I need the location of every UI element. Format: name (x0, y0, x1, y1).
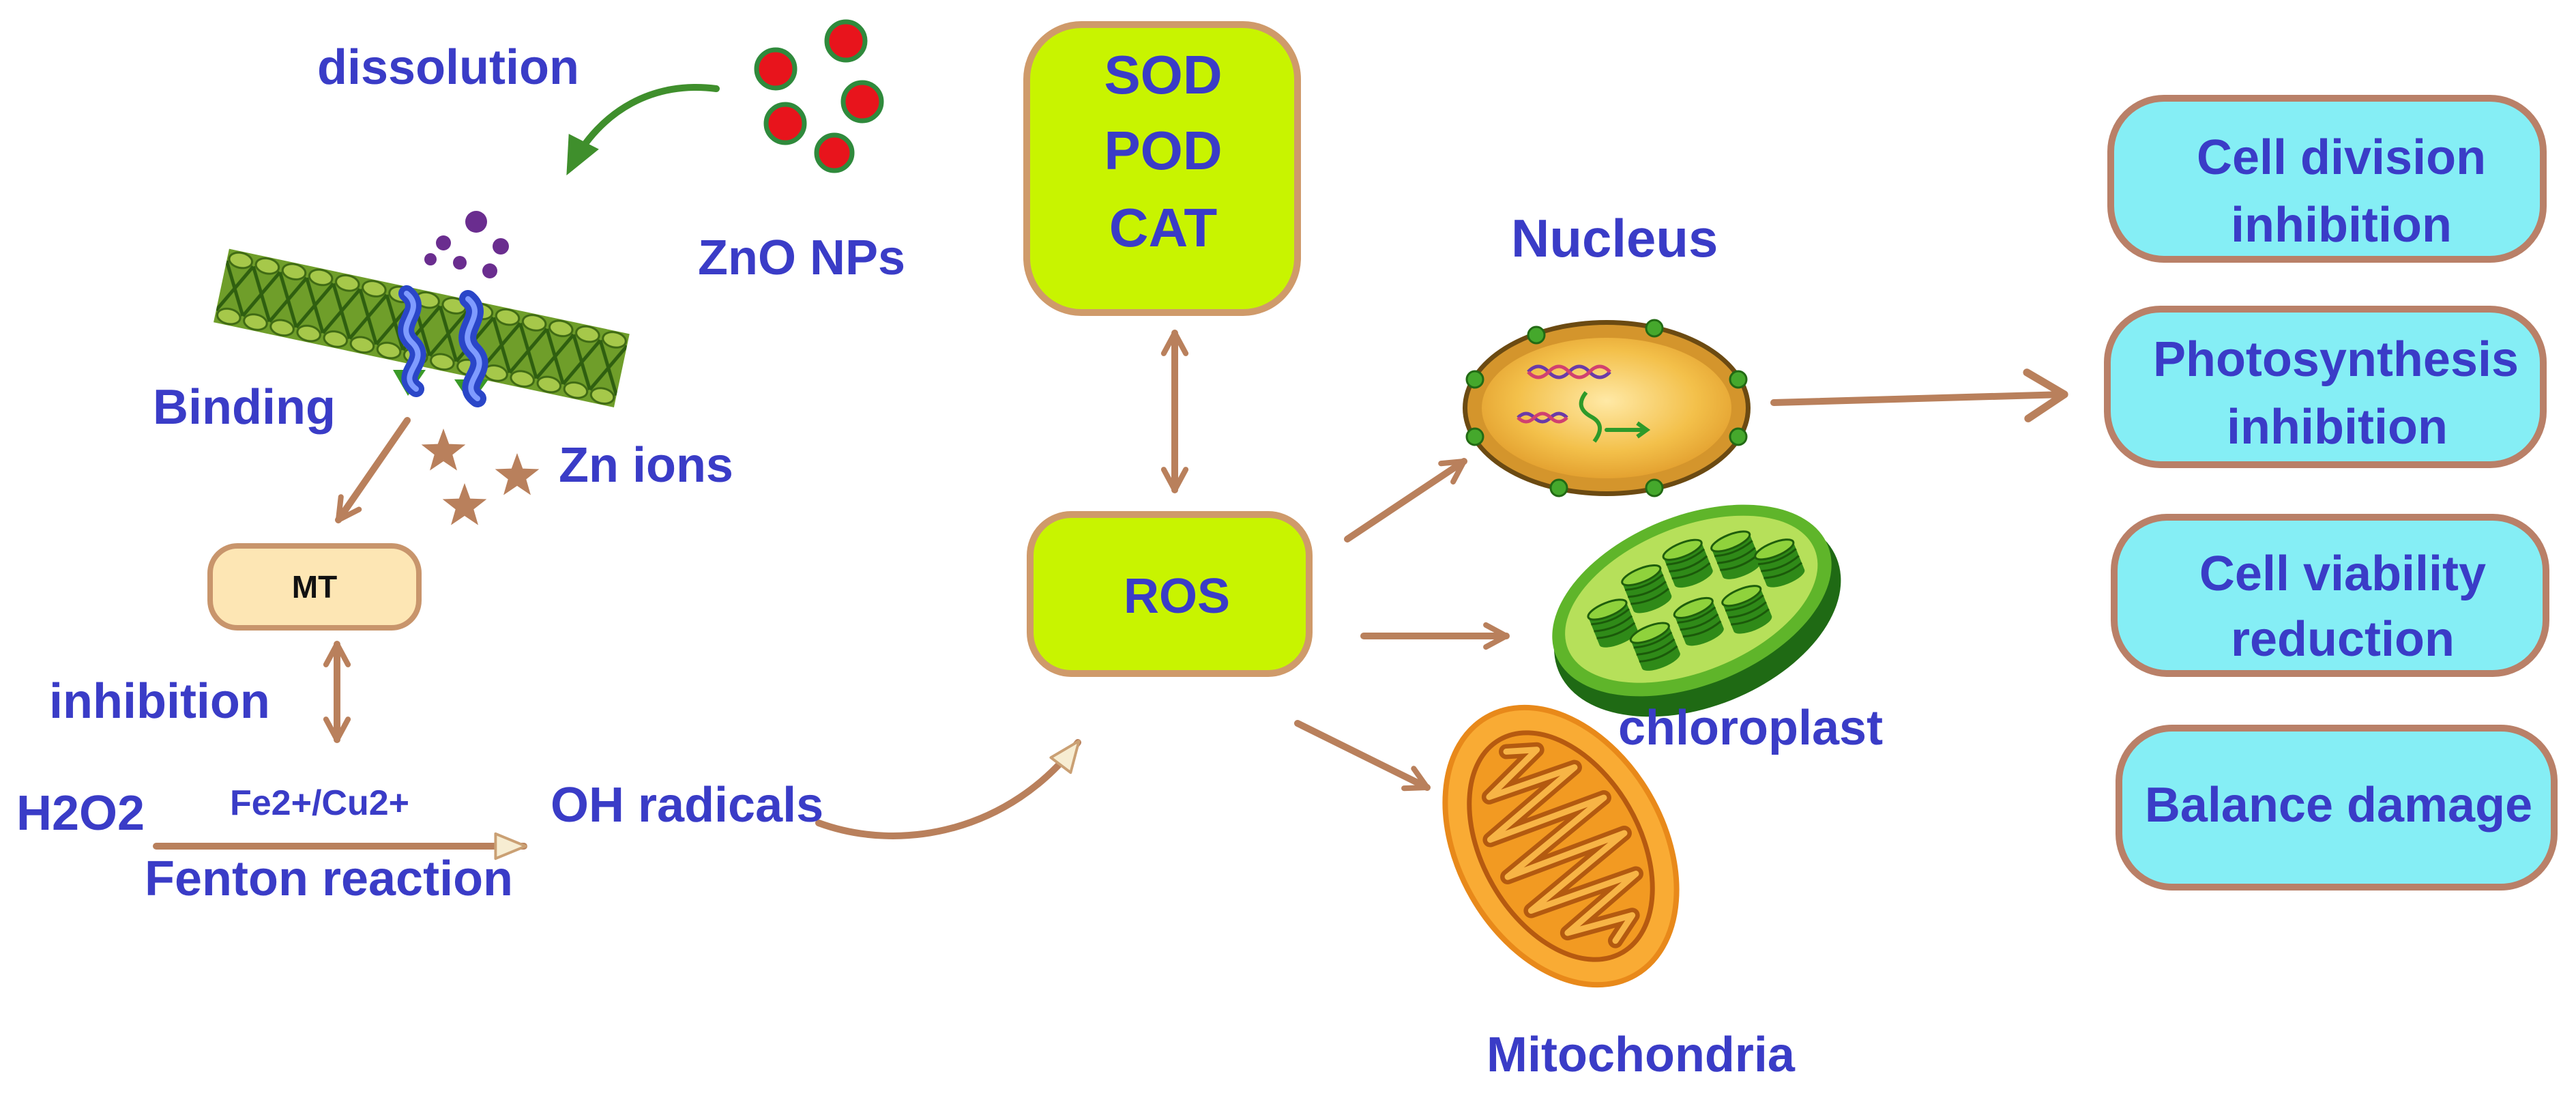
effect-box-photosynthesis: Photosynthesis inhibition (2104, 306, 2547, 468)
inhibition-label: inhibition (49, 674, 270, 729)
effect-label: Cell division (2197, 130, 2486, 185)
ros-box: ROS (1027, 511, 1313, 677)
ion-dot (436, 235, 451, 250)
dissolution-arrow (566, 83, 720, 176)
transcription-arrow-icon (1579, 391, 1602, 443)
zn-ions-stars (421, 429, 540, 525)
ion-dot (482, 263, 497, 278)
oh-radicals-to-ros-arrow (815, 739, 1081, 839)
enzyme-label: SOD (1104, 44, 1222, 105)
oh-radicals-label: OH radicals (551, 778, 823, 833)
released-ions (424, 211, 509, 278)
ion-dot (465, 211, 487, 233)
fenton-reaction-label: Fenton reaction (145, 852, 513, 906)
dna-helix-icon (1517, 364, 1611, 424)
chloroplast-illustration (1552, 504, 1841, 717)
mt-label: MT (292, 569, 337, 605)
membrane-channel-protein (454, 290, 488, 407)
enzyme-label: POD (1104, 120, 1222, 181)
effect-box-cell-viability: Cell viability reduction (2111, 514, 2549, 677)
effect-label: Photosynthesis (2153, 332, 2519, 387)
cell-membrane-illustration (214, 248, 630, 408)
membrane-channel-protein (393, 285, 426, 397)
effect-label: Cell viability (2199, 547, 2486, 601)
effect-label: inhibition (2227, 400, 2448, 454)
chloroplast-label: chloroplast (1618, 701, 1883, 755)
zno-nanoparticle (763, 102, 807, 145)
h2o2-label: H2O2 (16, 786, 145, 841)
binding-label: Binding (153, 380, 336, 435)
zno-nanoparticles (754, 19, 884, 173)
mitochondria-label: Mitochondria (1487, 1028, 1796, 1082)
zn-ion-star-icon (442, 483, 487, 525)
nucleus-illustration (1463, 319, 1751, 497)
zno-nanoparticle (814, 132, 855, 173)
antioxidant-enzymes-box: SOD POD CAT (1023, 21, 1301, 316)
zn-ion-star-icon (495, 453, 540, 495)
effect-label: inhibition (2231, 198, 2452, 252)
ros-to-mitochondria-arrow (1294, 720, 1431, 792)
ion-dot (453, 256, 467, 270)
zno-nanoparticle (824, 19, 868, 63)
ion-dot (493, 238, 509, 255)
ion-dot (424, 253, 437, 265)
effect-label: Balance damage (2145, 778, 2532, 833)
metal-ions-label: Fe2+/Cu2+ (230, 783, 409, 823)
binding-to-mt-arrow (335, 417, 411, 523)
zn-ion-star-icon (421, 429, 466, 471)
ros-to-nucleus-arrow (1344, 458, 1467, 542)
zn-ions-label: Zn ions (559, 438, 733, 493)
zno-nanoparticle (754, 47, 797, 91)
zno-nps-label: ZnO NPs (698, 231, 905, 285)
lipid-bilayer (214, 248, 630, 408)
zno-nanoparticle (840, 80, 884, 124)
ros-label: ROS (1124, 569, 1230, 624)
effect-box-cell-division: Cell division inhibition (2107, 95, 2547, 263)
nuclear-pores (1465, 319, 1748, 497)
organelles-to-effects-arrow (1770, 368, 2068, 422)
enzyme-label: CAT (1109, 197, 1218, 258)
effect-label: reduction (2231, 612, 2455, 667)
nucleus-label: Nucleus (1511, 208, 1718, 268)
effect-box-balance-damage: Balance damage (2116, 725, 2558, 891)
dissolution-label: dissolution (317, 40, 579, 95)
mt-box: MT (207, 543, 422, 631)
mitochondria-illustration (1442, 704, 1680, 988)
